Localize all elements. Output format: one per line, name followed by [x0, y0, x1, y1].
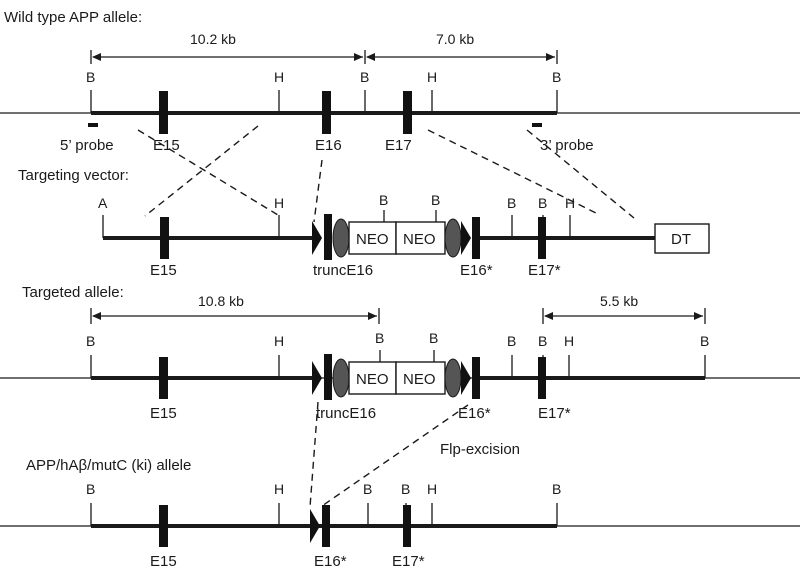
targeted-allele: Targeted allele: 10.8 kb 5.5 kb B H B B — [0, 284, 800, 422]
targeted-label-e16-star: E16* — [458, 405, 491, 422]
vector-site-a: A — [98, 195, 108, 211]
targeted-neo-box-1 — [348, 361, 397, 395]
ki-exon-e15 — [159, 505, 168, 547]
vector-frt-site-left — [312, 221, 322, 255]
vector-site-b3: B — [507, 195, 516, 211]
ki-label-e17-star: E17* — [392, 553, 425, 570]
wt-label-e15: E15 — [153, 137, 180, 154]
vector-title: Targeting vector: — [18, 167, 129, 184]
targeted-title: Targeted allele: — [22, 284, 124, 301]
wt-right-measurement: 7.0 kb — [366, 31, 558, 64]
ki-site-b4: B — [552, 481, 561, 497]
targeted-frt-site-left — [312, 361, 322, 395]
wt-restriction-sites: B H B H B — [86, 69, 561, 113]
targeted-label-trunc-e16: truncE16 — [316, 405, 376, 422]
vector-restriction-sites: A H B B B B H — [98, 192, 575, 238]
wt-site-b1: B — [86, 69, 95, 85]
ki-title: APP/hAβ/mutC (ki) allele — [26, 457, 191, 474]
targeted-exon-trunc-e16 — [324, 354, 332, 400]
ki-allele: APP/hAβ/mutC (ki) allele B H B B H B E15… — [0, 457, 800, 570]
targeted-site-b-neo2: B — [429, 330, 438, 346]
targeted-site-h2: H — [564, 333, 574, 349]
flp-excision-lines — [309, 401, 469, 508]
targeted-neo-box-2 — [395, 361, 446, 395]
targeted-label-e17-star: E17* — [538, 405, 571, 422]
three-prime-probe-label: 3’ probe — [540, 137, 594, 154]
wt-left-measurement: 10.2 kb — [90, 31, 366, 64]
wt-label-e16: E16 — [315, 137, 342, 154]
wt-exon-e15 — [159, 91, 168, 134]
ki-site-b1: B — [86, 481, 95, 497]
flp-excision-label: Flp-excision — [440, 441, 520, 458]
ki-exon-e16-star — [322, 505, 330, 547]
wt-site-b2: B — [360, 69, 369, 85]
targeted-site-b5: B — [700, 333, 709, 349]
targeted-exon-e17-star — [538, 357, 546, 399]
wild-type-title: Wild type APP allele: — [4, 9, 142, 26]
targeted-left-distance: 10.8 kb — [198, 293, 244, 309]
vector-loxp-right — [444, 218, 462, 258]
targeted-site-b4: B — [538, 333, 547, 349]
wt-right-distance: 7.0 kb — [436, 31, 474, 47]
targeted-right-distance: 5.5 kb — [600, 293, 638, 309]
wt-exon-e17 — [403, 91, 412, 134]
ki-site-h2: H — [427, 481, 437, 497]
wt-exon-e16 — [322, 91, 331, 134]
vector-exon-trunc-e16 — [324, 214, 332, 260]
targeted-site-h1: H — [274, 333, 284, 349]
vector-exon-e17-star — [538, 217, 546, 259]
wt-site-h2: H — [427, 69, 437, 85]
targeted-label-e15: E15 — [150, 405, 177, 422]
targeted-site-b3: B — [507, 333, 516, 349]
vector-exon-e16-star — [472, 217, 480, 259]
ki-label-e16-star: E16* — [314, 553, 347, 570]
vector-label-e15: E15 — [150, 262, 177, 279]
wild-type-allele: Wild type APP allele: 10.2 kb 7.0 kb B H… — [0, 9, 800, 154]
targeted-neo-label-1: NEO — [356, 371, 389, 388]
targeted-loxp-right — [444, 358, 462, 398]
targeted-loxp-left — [332, 358, 350, 398]
targeted-exon-e16-star — [472, 357, 480, 399]
ki-site-b3: B — [401, 481, 410, 497]
vector-exon-e15 — [160, 217, 169, 259]
wt-site-h1: H — [274, 69, 284, 85]
vector-site-b-neo1: B — [379, 192, 388, 208]
ki-exon-e17-star — [403, 505, 411, 547]
targeted-exon-e15 — [159, 357, 168, 399]
targeted-site-b1: B — [86, 333, 95, 349]
vector-loxp-left — [332, 218, 350, 258]
vector-label-e16-star: E16* — [460, 262, 493, 279]
vector-frt-site-right — [461, 221, 471, 255]
vector-dt-label: DT — [671, 231, 691, 248]
vector-neo-label-1: NEO — [356, 231, 389, 248]
targeted-site-b-neo1: B — [375, 330, 384, 346]
wt-label-e17: E17 — [385, 137, 412, 154]
targeted-right-measurement: 5.5 kb — [542, 293, 706, 324]
ki-site-h1: H — [274, 481, 284, 497]
vector-neo-label-2: NEO — [403, 231, 436, 248]
wt-to-vector-homology-lines — [137, 125, 635, 223]
vector-neo-box-1 — [348, 221, 397, 255]
wt-site-b3: B — [552, 69, 561, 85]
ki-frt-site — [310, 509, 320, 543]
ki-label-e15: E15 — [150, 553, 177, 570]
three-prime-probe-bar — [532, 123, 542, 127]
vector-site-b4: B — [538, 195, 547, 211]
vector-dt-box — [654, 223, 710, 254]
five-prime-probe-label: 5’ probe — [60, 137, 114, 154]
vector-neo-box-2 — [395, 221, 446, 255]
targeted-neo-label-2: NEO — [403, 371, 436, 388]
ki-site-b2: B — [363, 481, 372, 497]
vector-site-h2: H — [565, 195, 575, 211]
vector-site-h1: H — [274, 195, 284, 211]
vector-site-b-neo2: B — [431, 192, 440, 208]
wt-left-distance: 10.2 kb — [190, 31, 236, 47]
vector-label-trunc-e16: truncE16 — [313, 262, 373, 279]
vector-label-e17-star: E17* — [528, 262, 561, 279]
targeting-vector: Targeting vector: A H B B B B H NEO NEO — [18, 167, 710, 279]
targeted-frt-site-right — [461, 361, 471, 395]
targeted-left-measurement: 10.8 kb — [90, 293, 380, 324]
five-prime-probe-bar — [88, 123, 98, 127]
